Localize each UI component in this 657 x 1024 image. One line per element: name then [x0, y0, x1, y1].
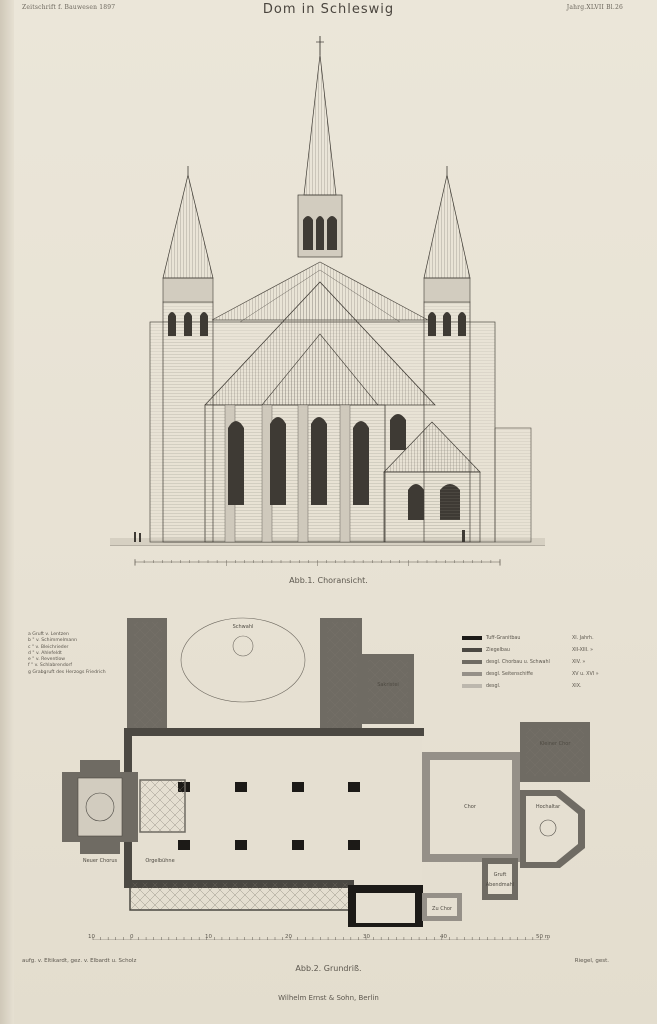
- material-key-row: desgl. Chorbau u. Schwahl XIV. »: [462, 656, 612, 668]
- header-plate-number: Jahrg.XLVII Bl.26: [566, 4, 623, 11]
- legend-item: b " v. Schimmelmann: [28, 638, 78, 644]
- material-date: XIX.: [572, 683, 582, 689]
- material-key: Tuff-Granitbau XI. Jahrh. Ziegelbau XII-…: [462, 632, 612, 692]
- swatch-modern: [462, 684, 482, 688]
- plan-scale-bar: [92, 937, 549, 940]
- material-date: XIV. »: [572, 659, 586, 665]
- elevation-caption: Abb.1. Choransicht.: [289, 576, 368, 585]
- cloister: Schwahl: [127, 617, 362, 733]
- plan-label-zu-chor: Zu Chor: [432, 906, 453, 912]
- left-tower: [162, 166, 214, 543]
- scale-label: 50 m: [536, 934, 551, 940]
- plan-label-chor: Chor: [464, 804, 477, 810]
- scale-label: 10: [88, 934, 95, 940]
- material-key-row: desgl. Seitenschiffe XV u. XVI »: [462, 668, 612, 680]
- scale-label: 0: [130, 934, 134, 940]
- material-key-row: Tuff-Granitbau XI. Jahrh.: [462, 632, 612, 644]
- material-label: desgl. Seitenschiffe: [486, 671, 533, 677]
- plan-label-kleiner-chor: Kleiner Chor: [540, 741, 572, 747]
- legend-item: c " v. Bleichrieder: [28, 644, 69, 650]
- plan-label-gruft: Gruft: [494, 872, 507, 878]
- swatch-tuff: [462, 636, 482, 640]
- floor-plan-drawing: Schwahl Sakristei Neuer Chorus Orgelbühn…: [62, 617, 590, 940]
- plan-label-abendmahl: Abendmahl: [486, 882, 515, 888]
- material-key-row: Ziegelbau XII-XIII. »: [462, 644, 612, 656]
- legend-item: a Gruft v. Lentzen: [28, 632, 69, 637]
- scale-label: 20: [285, 934, 292, 940]
- scale-label: 10: [205, 934, 212, 940]
- sacristy: Sakristei: [362, 654, 414, 724]
- page-title: Dom in Schleswig: [262, 2, 395, 17]
- material-date: XII-XIII. »: [572, 647, 594, 653]
- swatch-choir: [462, 660, 482, 664]
- material-label: desgl.: [486, 683, 501, 689]
- west-tower: Neuer Chorus Orgelbühne: [62, 760, 186, 864]
- plan-legend: a Gruft v. Lentzen b " v. Schimmelmann c…: [28, 632, 108, 676]
- central-spire: [297, 36, 343, 258]
- material-date: XV u. XVI »: [572, 671, 599, 677]
- plan-label-new-choir: Neuer Chorus: [83, 858, 118, 864]
- legend-item: d " v. Ahlefeldt: [28, 650, 62, 656]
- choir-elevation-drawing: [110, 36, 545, 566]
- legend-item: f " v. Schlabrendorf: [28, 663, 73, 669]
- plan-caption: Abb.2. Grundriß.: [295, 964, 362, 973]
- choir-apse: [204, 404, 406, 543]
- scale-label: 30: [363, 934, 370, 940]
- material-date: XI. Jahrh.: [572, 635, 594, 641]
- scale-label: 40: [440, 934, 447, 940]
- swatch-aisles: [462, 672, 482, 676]
- plan-scale-labels: 10 0 10 20 30 40 50 m: [0, 934, 657, 944]
- plan-label-sacristy: Sakristei: [377, 682, 399, 688]
- material-key-row: desgl. XIX.: [462, 680, 612, 692]
- page-fold: [0, 0, 14, 1024]
- plan-label-organ: Orgelbühne: [145, 858, 174, 864]
- footer-publisher: Wilhelm Ernst & Sohn, Berlin: [278, 994, 379, 1002]
- material-label: desgl. Chorbau u. Schwahl: [486, 659, 550, 665]
- material-label: Ziegelbau: [486, 647, 510, 653]
- legend-item: e " v. Reventlow: [28, 657, 66, 663]
- choir-east: Kleiner Chor Hochaltar Chor Gruft Abendm…: [422, 722, 590, 921]
- header-publication: Zeitschrift f. Bauwesen 1897: [22, 4, 116, 11]
- swatch-brick: [462, 648, 482, 652]
- elevation-scale-bar: [134, 559, 501, 566]
- plan-label-cloister: Schwahl: [233, 624, 254, 630]
- material-label: Tuff-Granitbau: [486, 635, 521, 641]
- plan-label-hochaltar: Hochaltar: [536, 804, 561, 810]
- footer-draftsman: aufg. v. Eltikardt, gez. v. Elbardt u. S…: [22, 958, 137, 964]
- human-figures: [134, 530, 465, 542]
- right-tower: [423, 166, 471, 543]
- footer-engraver: Riegel, gest.: [574, 958, 609, 964]
- legend-item: g Grabgruft des Herzogs Friedrich: [28, 669, 106, 675]
